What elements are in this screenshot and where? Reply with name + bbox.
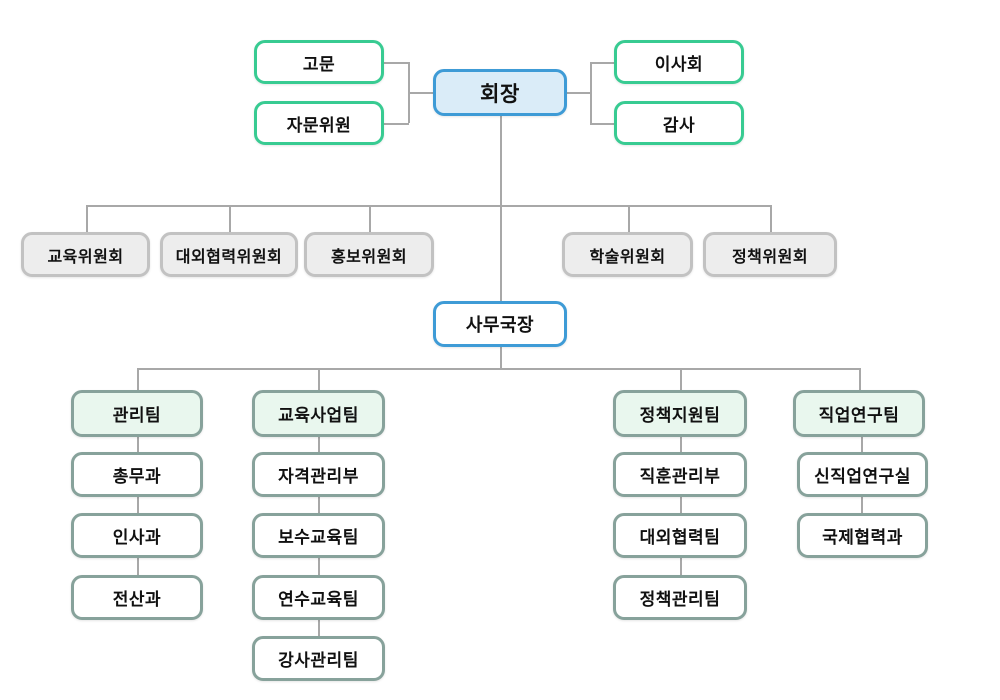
connector-line [590, 62, 592, 123]
connector-line [590, 62, 614, 64]
connector-line [86, 205, 770, 207]
connector-line [384, 62, 409, 64]
org-node-auditor: 감사 [614, 101, 744, 145]
org-node-international-cooperation-dept: 국제협력과 [797, 513, 928, 558]
org-node-advisor: 고문 [254, 40, 384, 84]
connector-line [137, 497, 139, 513]
connector-line [137, 368, 139, 390]
org-node-vocational-training-dept: 직훈관리부 [613, 452, 747, 497]
connector-line [861, 497, 863, 513]
org-node-job-research-team: 직업연구팀 [793, 390, 925, 437]
connector-line [137, 437, 139, 452]
org-node-secretary-general: 사무국장 [433, 301, 567, 347]
connector-line [408, 92, 433, 94]
org-node-qualification-management-dept: 자격관리부 [252, 452, 385, 497]
connector-line [680, 497, 682, 513]
org-node-general-affairs-dept: 총무과 [71, 452, 203, 497]
org-node-external-cooperation-team: 대외협력팀 [613, 513, 747, 558]
connector-line [590, 123, 614, 125]
connector-line [318, 437, 320, 452]
org-node-advisory-committee: 자문위원 [254, 101, 384, 145]
connector-line [680, 437, 682, 452]
org-node-academic-committee: 학술위원회 [562, 232, 693, 277]
org-node-hr-dept: 인사과 [71, 513, 203, 558]
connector-line [861, 437, 863, 452]
org-node-it-dept: 전산과 [71, 575, 203, 620]
connector-line [137, 558, 139, 575]
connector-line [628, 205, 630, 232]
org-node-refresher-education-team: 보수교육팀 [252, 513, 385, 558]
connector-line [567, 92, 591, 94]
connector-line [859, 368, 861, 390]
connector-line [318, 558, 320, 575]
org-node-education-business-team: 교육사업팀 [252, 390, 385, 437]
connector-line [500, 116, 502, 301]
connector-line [318, 497, 320, 513]
org-node-new-job-research-lab: 신직업연구실 [797, 452, 928, 497]
connector-line [770, 205, 772, 232]
connector-line [86, 205, 88, 232]
org-node-instructor-management-team: 강사관리팀 [252, 636, 385, 681]
connector-line [680, 558, 682, 575]
org-node-training-education-team: 연수교육팀 [252, 575, 385, 620]
org-node-education-committee: 교육위원회 [21, 232, 150, 277]
connector-line [500, 347, 502, 368]
org-node-management-team: 관리팀 [71, 390, 203, 437]
org-node-pr-committee: 홍보위원회 [304, 232, 434, 277]
org-node-policy-management-team: 정책관리팀 [613, 575, 747, 620]
org-node-board: 이사회 [614, 40, 744, 84]
org-node-chairman: 회장 [433, 69, 567, 116]
connector-line [680, 368, 682, 390]
connector-line [318, 620, 320, 636]
org-node-policy-support-team: 정책지원팀 [613, 390, 747, 437]
connector-line [137, 368, 859, 370]
org-node-policy-committee: 정책위원회 [703, 232, 837, 277]
connector-line [384, 123, 409, 125]
connector-line [318, 368, 320, 390]
connector-line [369, 205, 371, 232]
org-node-external-cooperation-committee: 대외협력위원회 [160, 232, 298, 277]
connector-line [229, 205, 231, 232]
